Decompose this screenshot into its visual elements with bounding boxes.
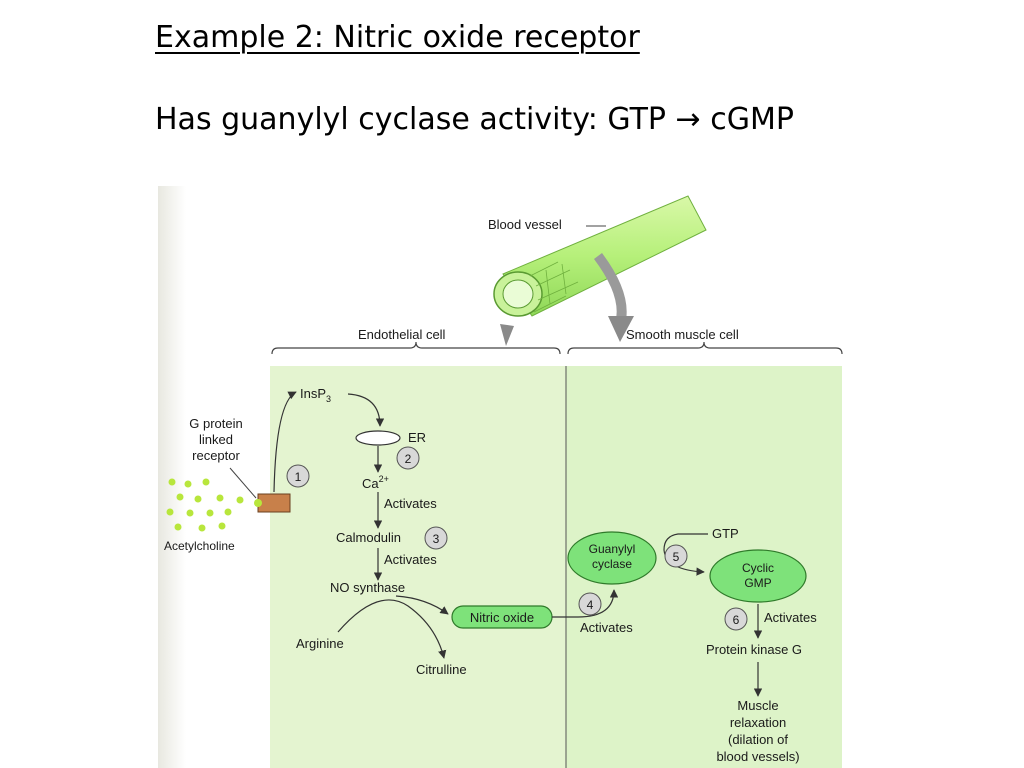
step-1-badge: 1 <box>286 464 310 488</box>
acetylcholine-molecules <box>166 478 244 532</box>
endothelial-bracket <box>271 341 561 355</box>
activates-label-2: Activates <box>384 552 437 567</box>
nitric-oxide-pathway-diagram: Blood vessel Endothelial cell Smooth mus… <box>158 186 1024 768</box>
g-protein-label-line3: receptor <box>192 448 240 463</box>
receptor-bound-ligand <box>254 499 262 507</box>
calcium-label: Ca2+ <box>362 474 389 491</box>
svg-text:3: 3 <box>433 532 440 546</box>
muscle-relaxation-line1: Muscle <box>737 698 778 713</box>
er-label: ER <box>408 430 426 445</box>
citrulline-label: Citrulline <box>416 662 467 677</box>
activates-label-1: Activates <box>384 496 437 511</box>
blood-vessel-label: Blood vessel <box>488 217 562 232</box>
arginine-label: Arginine <box>296 636 344 651</box>
svg-text:1: 1 <box>295 470 302 484</box>
guanylyl-label-line1: Guanylyl <box>589 542 636 556</box>
receptor-leader <box>229 467 257 499</box>
er-icon <box>355 430 401 446</box>
protein-kinase-g-label: Protein kinase G <box>706 642 802 657</box>
arrow-gtp-to-cyclic-gmp <box>663 533 708 576</box>
cyclic-gmp-label-line1: Cyclic <box>742 561 774 575</box>
activates-label-3: Activates <box>580 620 633 635</box>
guanylyl-cyclase-node <box>567 531 657 585</box>
endothelial-panel <box>270 366 566 768</box>
svg-text:2: 2 <box>405 452 412 466</box>
step-2-badge: 2 <box>396 446 420 470</box>
arrow-insp3-to-er <box>347 393 385 427</box>
arrow-no-synthase-to-nitric-oxide <box>395 595 449 615</box>
muscle-relaxation-line3: (dilation of <box>728 732 788 747</box>
arrow-arginine-to-citrulline <box>337 599 447 659</box>
calmodulin-label: Calmodulin <box>336 530 401 545</box>
cyclic-gmp-label-line2: GMP <box>744 576 771 590</box>
svg-text:5: 5 <box>673 550 680 564</box>
cyclic-gmp-node <box>709 549 807 603</box>
smooth-muscle-cell-label: Smooth muscle cell <box>626 327 739 342</box>
no-synthase-label: NO synthase <box>330 580 405 595</box>
arrow-receptor-to-insp3 <box>273 391 297 493</box>
svg-text:4: 4 <box>587 598 594 612</box>
g-protein-label-line1: G protein <box>189 416 242 431</box>
figure-edge-shadow <box>158 186 186 768</box>
nitric-oxide-label: Nitric oxide <box>470 610 534 625</box>
endothelial-cell-label: Endothelial cell <box>358 327 446 342</box>
step-6-badge: 6 <box>724 607 748 631</box>
muscle-relaxation-line2: relaxation <box>730 715 786 730</box>
blood-vessel-icon <box>493 195 707 346</box>
svg-text:6: 6 <box>733 613 740 627</box>
gtp-label: GTP <box>712 526 739 541</box>
acetylcholine-label: Acetylcholine <box>164 539 235 553</box>
guanylyl-label-line2: cyclase <box>592 557 632 571</box>
step-5-badge: 5 <box>664 544 688 568</box>
muscle-relaxation-line4: blood vessels) <box>716 749 799 764</box>
arrow-nitric-oxide-to-guanylyl-cyclase <box>552 589 619 618</box>
slide-subtitle: Has guanylyl cyclase activity: GTP → cGM… <box>155 102 794 137</box>
g-protein-receptor-icon <box>257 493 291 513</box>
g-protein-label-line2: linked <box>199 432 233 447</box>
activates-label-4: Activates <box>764 610 817 625</box>
smooth-muscle-bracket <box>567 341 843 355</box>
insp3-label: InsP3 <box>300 386 331 404</box>
step-3-badge: 3 <box>424 526 448 550</box>
step-4-badge: 4 <box>578 592 602 616</box>
slide-title: Example 2: Nitric oxide receptor <box>155 20 640 55</box>
